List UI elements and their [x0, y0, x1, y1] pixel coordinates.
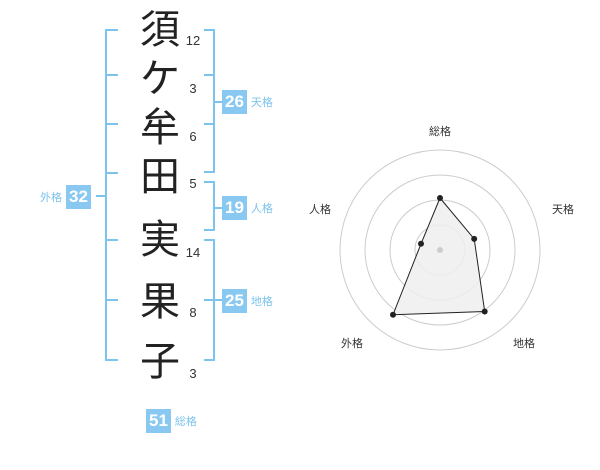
name-char-2: ケ: [140, 56, 180, 102]
gaikaku-badge: 外格 32: [40, 185, 91, 209]
radar-center-point: [437, 247, 443, 253]
jinkaku-value: 19: [222, 196, 247, 220]
gaikaku-bracket: [96, 29, 118, 361]
char-separator-ticks: [106, 74, 118, 301]
radar-axis-label-jinkaku: 人格: [309, 203, 331, 216]
chikaku-label: 地格: [250, 295, 273, 308]
gaikaku-label: 外格: [40, 191, 62, 204]
radar-axis-label-tenkaku: 天格: [552, 203, 574, 216]
gaikaku-value: 32: [66, 185, 91, 209]
soukaku-badge: 51 総格: [146, 409, 197, 433]
name-char-6: 果: [140, 279, 180, 325]
stroke-count-7: 3: [189, 366, 197, 381]
name-char-7: 子: [140, 339, 180, 385]
soukaku-label: 総格: [174, 415, 197, 428]
radar-ring: [364, 174, 516, 326]
radar-axis-label-soukaku: 総格: [429, 125, 451, 138]
radar-point-1: [437, 195, 443, 201]
stroke-count-4: 5: [189, 176, 197, 191]
tenkaku-bracket: [204, 29, 224, 173]
radar-axis-label-gaikaku: 外格: [341, 337, 363, 350]
name-char-3: 牟: [140, 105, 180, 151]
tenkaku-value: 26: [222, 90, 247, 114]
radar-point-3: [481, 308, 488, 315]
stroke-count-3: 6: [189, 129, 197, 144]
jinkaku-label: 人格: [250, 202, 273, 215]
chikaku-value: 25: [222, 289, 247, 313]
radar-ring: [339, 149, 541, 351]
soukaku-value: 51: [146, 409, 171, 433]
stroke-count-1: 12: [185, 33, 201, 48]
radar-point-2: [471, 235, 478, 242]
radar-chart: [339, 149, 541, 351]
jinkaku-badge: 19 人格: [222, 196, 273, 220]
radar-axis-label-chikaku: 地格: [513, 337, 535, 350]
radar-point-5: [418, 240, 424, 247]
tenkaku-label: 天格: [250, 96, 273, 109]
tenkaku-badge: 26 天格: [222, 90, 273, 114]
stroke-count-5: 14: [185, 245, 201, 260]
stroke-count-6: 8: [189, 305, 197, 320]
name-char-4: 田: [140, 154, 180, 200]
radar-point-4: [390, 311, 396, 318]
radar-series-area: [392, 197, 486, 316]
chikaku-badge: 25 地格: [222, 289, 273, 313]
stroke-count-2: 3: [189, 81, 197, 96]
name-char-5: 実: [140, 217, 180, 263]
name-char-1: 須: [140, 7, 180, 53]
